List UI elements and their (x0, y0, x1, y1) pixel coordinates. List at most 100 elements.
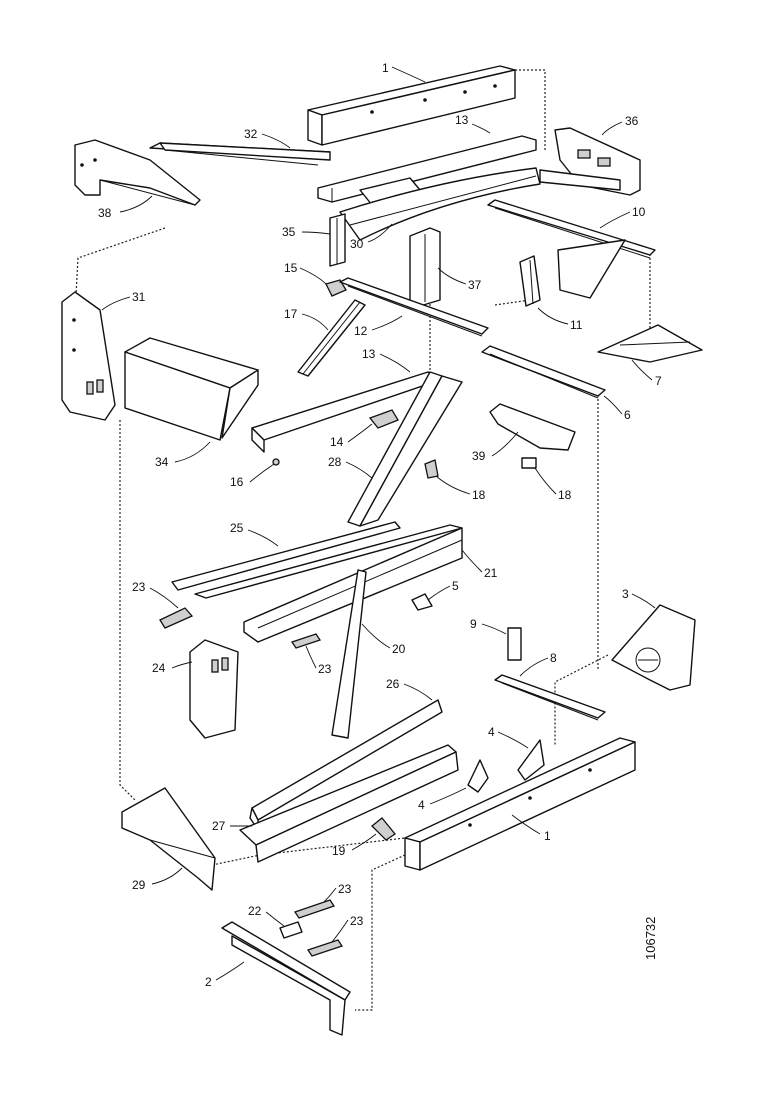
part-19-clip (371, 817, 396, 841)
callout-13-top: 13 (455, 113, 469, 127)
part-29-corner-bracket (121, 787, 216, 891)
part-22-tag (279, 921, 303, 939)
leader-11 (537, 307, 569, 325)
part-23-bottom-clip-1 (293, 899, 336, 919)
part-9-block (507, 627, 522, 661)
callout-17: 17 (284, 307, 298, 321)
leader-20 (361, 623, 391, 649)
link-38-to-31 (75, 227, 166, 296)
part-12-rail (339, 277, 489, 337)
part-7-wedge (597, 324, 703, 363)
callout-23-mid: 23 (318, 662, 332, 676)
callout-8: 8 (550, 651, 557, 665)
leader-14 (347, 423, 373, 443)
leader-13-mid (379, 353, 411, 373)
leader-38 (119, 195, 153, 213)
leader-4-bot (429, 787, 467, 805)
callout-1-top: 1 (382, 61, 389, 75)
leader-26 (403, 683, 433, 701)
leader-15 (299, 267, 327, 285)
part-35-post (329, 213, 346, 267)
part-39-bracket (489, 403, 576, 451)
callout-20: 20 (392, 642, 406, 656)
callout-12: 12 (354, 324, 368, 338)
callout-21: 21 (484, 566, 498, 580)
callout-22: 22 (248, 904, 262, 918)
callout-28: 28 (328, 455, 342, 469)
callout-7: 7 (655, 374, 662, 388)
part-23-left-clip (159, 607, 194, 629)
leader-lines (101, 66, 656, 981)
callout-37: 37 (468, 278, 482, 292)
callout-5: 5 (452, 579, 459, 593)
leader-30 (367, 223, 393, 243)
callout-26: 26 (386, 677, 400, 691)
callout-labels: 1 32 13 36 38 10 35 30 15 37 31 17 12 11… (98, 61, 662, 989)
callout-35: 35 (282, 225, 296, 239)
leader-22 (265, 911, 285, 927)
part-32-angle-brace (149, 142, 331, 166)
link-bottom-center (355, 854, 406, 1011)
callout-4-top: 4 (488, 725, 495, 739)
part-31-side-plate (61, 291, 116, 421)
leader-17 (301, 313, 329, 331)
leader-25 (247, 529, 279, 547)
callout-34: 34 (155, 455, 169, 469)
callout-24: 24 (152, 661, 166, 675)
leader-9 (481, 623, 507, 635)
part-18-left (424, 459, 439, 479)
part-15-fitting (325, 279, 347, 297)
callout-2: 2 (205, 975, 212, 989)
part-10-gusset (557, 239, 626, 299)
callout-15: 15 (284, 261, 298, 275)
leader-24 (171, 661, 193, 669)
callout-13-mid: 13 (362, 347, 376, 361)
callout-19: 19 (332, 844, 346, 858)
leader-1-top (391, 66, 426, 83)
callout-4-bot: 4 (418, 798, 425, 812)
part-6-angle (481, 345, 606, 399)
part-20-strut (331, 569, 367, 739)
link-1-to-29 (211, 837, 406, 866)
leader-5 (427, 585, 451, 601)
part-13-top-channel (317, 135, 537, 206)
part-34-box (124, 337, 259, 441)
part-30-deflector (339, 167, 541, 241)
callout-27: 27 (212, 819, 226, 833)
link-left-vertical (119, 420, 136, 801)
part-37-column (409, 227, 441, 307)
leader-19 (351, 833, 377, 851)
leader-18-right (534, 467, 557, 495)
part-23-mid-clip (290, 633, 322, 649)
leader-23-b2 (331, 919, 349, 943)
leader-32 (261, 133, 291, 149)
leader-34 (174, 441, 211, 463)
callout-23-b1: 23 (338, 882, 352, 896)
leader-37 (437, 267, 467, 285)
leader-3 (631, 593, 656, 609)
callout-1-bot: 1 (544, 829, 551, 843)
part-1-top-beam (307, 65, 516, 146)
callout-18-right: 18 (558, 488, 572, 502)
part-21-long-beam (194, 524, 463, 643)
leader-12 (371, 315, 403, 331)
part-17-angle (297, 299, 366, 377)
part-5-bracket (411, 593, 433, 611)
callout-23-b2: 23 (350, 914, 364, 928)
part-18-right (521, 457, 537, 469)
leader-23-b1 (323, 887, 337, 903)
drawing-number: 106732 (643, 917, 658, 960)
callout-39: 39 (472, 449, 486, 463)
callout-32: 32 (244, 127, 258, 141)
callout-9: 9 (470, 617, 477, 631)
leader-8 (519, 657, 549, 677)
callout-36: 36 (625, 114, 639, 128)
part-1-bottom-beam (404, 737, 636, 871)
link-top-right (515, 69, 546, 150)
callout-30: 30 (350, 237, 364, 251)
leader-6 (603, 395, 623, 415)
leader-28 (345, 461, 373, 479)
part-25-strip (171, 521, 401, 591)
leader-35 (301, 231, 331, 235)
